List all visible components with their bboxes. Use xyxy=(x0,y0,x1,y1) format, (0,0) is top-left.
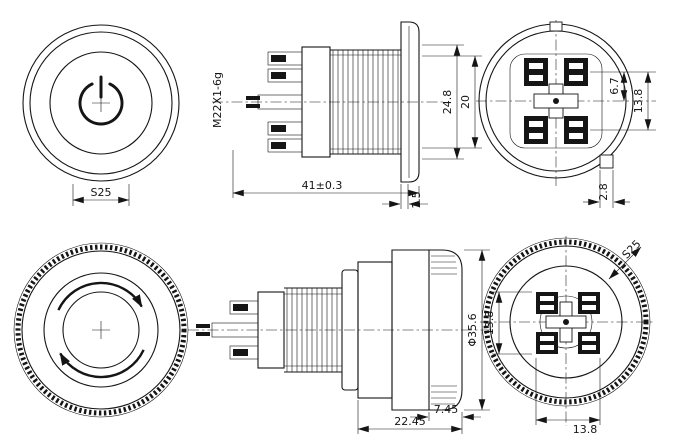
head-top-circle xyxy=(43,272,159,388)
terminal-pins xyxy=(196,300,259,360)
rear-view-power-button: 6.7 13.8 2.8 xyxy=(476,20,656,208)
dimension-terminal-half-span: 6.7 xyxy=(608,71,628,102)
threaded-body xyxy=(284,287,342,373)
dim-13-8-bottom-label: 13.8 xyxy=(573,423,598,436)
actuator-circle xyxy=(539,295,593,349)
head-outer-circle xyxy=(489,245,643,399)
actuator-cross-slot xyxy=(545,301,587,343)
dim-7-45-label: 7.45 xyxy=(434,403,459,416)
dimension-overall-length: 41±0.3 xyxy=(232,150,420,198)
dim-20-label: 20 xyxy=(459,95,472,109)
dimension-terminal-span-vertical: 13.8 xyxy=(483,291,532,355)
thread-hatching xyxy=(332,50,399,154)
head-outer-circle xyxy=(21,250,181,410)
dim-flange-label: 1.5 xyxy=(410,191,423,209)
terminal-pins xyxy=(246,51,303,153)
dim-13-8-left-label: 13.8 xyxy=(483,311,496,336)
dimension-button-height: 20 xyxy=(422,55,482,149)
knurl-hatching-top xyxy=(431,255,457,275)
rear-housing xyxy=(257,291,285,369)
head-center-circle xyxy=(62,291,140,369)
keyway-notch xyxy=(549,21,563,32)
knurled-ring xyxy=(15,244,187,416)
terminals xyxy=(524,58,588,144)
knurl-outer-circle xyxy=(481,237,651,407)
dim-6-7-label: 6.7 xyxy=(608,77,621,95)
dimension-terminal-span-horizontal: 13.8 xyxy=(535,358,601,436)
housing-circle xyxy=(509,265,623,379)
anti-rotation-tab xyxy=(599,154,614,169)
thread-spec-label: M22X1-6g xyxy=(211,72,224,128)
dim-24-8-label: 24.8 xyxy=(441,90,454,115)
dimension-s25: S25 xyxy=(72,184,130,206)
side-view-estop-button: Φ35.6 22.45 7.45 xyxy=(188,249,492,434)
side-view-power-button: M22X1-6g 41±0.3 1.5 24.8 20 xyxy=(211,21,482,209)
bezel-inner-circle xyxy=(29,31,173,175)
actuator-cross-slot xyxy=(533,83,579,119)
dimension-head-diameter: Φ35.6 xyxy=(464,249,490,411)
bezel-outer-circle xyxy=(22,24,180,182)
knurl-hatching-bottom xyxy=(431,385,457,405)
dim-head-dia-label: Φ35.6 xyxy=(466,313,479,346)
dim-length-label: 41±0.3 xyxy=(302,179,343,192)
button-face-circle xyxy=(49,51,153,155)
terminal-block-outline xyxy=(509,53,603,149)
terminals xyxy=(536,292,600,354)
bezel-flange xyxy=(400,21,420,183)
dim-13-8-top-label: 13.8 xyxy=(632,89,645,114)
power-symbol-icon xyxy=(78,75,124,126)
rotation-arrows-icon xyxy=(57,281,145,379)
rear-housing xyxy=(301,46,331,158)
dimension-housing-height: 24.8 xyxy=(422,44,464,160)
dimension-flange-thickness: 1.5 xyxy=(382,184,428,209)
dim-2-8-label: 2.8 xyxy=(597,183,610,201)
thread-hatching xyxy=(286,288,338,372)
threaded-body xyxy=(330,49,401,155)
dimension-rim-depth: 7.45 xyxy=(410,403,481,421)
dimension-terminal-span: 13.8 xyxy=(632,71,652,131)
front-view-power-button: S25 xyxy=(22,24,180,206)
dim-hex-top-label: S25 xyxy=(91,186,112,199)
mushroom-head xyxy=(391,249,463,411)
knurled-ring xyxy=(483,239,649,405)
dimension-tab-width: 2.8 xyxy=(583,154,630,208)
